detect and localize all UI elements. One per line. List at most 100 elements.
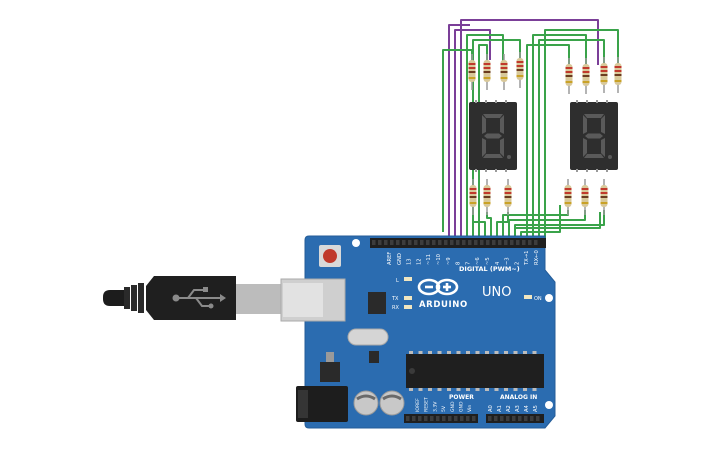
wire-green-8[interactable] xyxy=(544,29,619,242)
header-pin-socket[interactable] xyxy=(468,240,472,245)
digital-pin-label: TX→1 xyxy=(524,251,530,266)
header-pin-socket[interactable] xyxy=(414,240,418,245)
header-pin-socket[interactable] xyxy=(492,240,496,245)
resistor[interactable] xyxy=(600,179,608,215)
analog-pin-label: A4 xyxy=(524,404,530,412)
digital-pin-label: 7 xyxy=(465,262,471,265)
header-pin-socket[interactable] xyxy=(424,416,428,421)
power-jack[interactable] xyxy=(296,386,348,422)
reset-button[interactable] xyxy=(323,249,337,263)
header-pin-socket[interactable] xyxy=(384,240,388,245)
resistor[interactable] xyxy=(468,54,476,90)
header-pin-socket[interactable] xyxy=(448,416,452,421)
header-pin-socket[interactable] xyxy=(488,416,492,421)
resistor[interactable] xyxy=(483,54,491,90)
header-pin-socket[interactable] xyxy=(456,240,460,245)
header-pin-socket[interactable] xyxy=(512,416,516,421)
wire-purple-1[interactable] xyxy=(454,29,491,242)
usb-icon xyxy=(172,287,226,309)
resistor[interactable] xyxy=(581,179,589,215)
digital-pin-header[interactable] xyxy=(370,238,546,248)
resistor[interactable] xyxy=(504,179,512,215)
power-pin-header[interactable] xyxy=(404,414,478,423)
header-pin-socket[interactable] xyxy=(474,240,478,245)
header-pin-socket[interactable] xyxy=(516,240,520,245)
header-pin-socket[interactable] xyxy=(450,240,454,245)
header-pin-socket[interactable] xyxy=(500,416,504,421)
header-pin-socket[interactable] xyxy=(430,416,434,421)
power-header-label: POWER xyxy=(449,394,474,401)
wire-green-5[interactable] xyxy=(526,44,570,242)
tx-led-label: TX xyxy=(391,296,399,302)
header-pin-socket[interactable] xyxy=(504,240,508,245)
power-pin-label: IOREF xyxy=(415,398,421,412)
header-pin-socket[interactable] xyxy=(486,240,490,245)
header-pin-socket[interactable] xyxy=(432,240,436,245)
header-pin-socket[interactable] xyxy=(412,416,416,421)
header-pin-socket[interactable] xyxy=(438,240,442,245)
header-pin-socket[interactable] xyxy=(506,416,510,421)
seven-segment-display-left[interactable] xyxy=(469,100,517,172)
resistor[interactable] xyxy=(483,179,491,215)
digital-pin-label: RX←0 xyxy=(534,250,540,265)
header-pin-socket[interactable] xyxy=(466,416,470,421)
header-pin-socket[interactable] xyxy=(528,240,532,245)
header-pin-socket[interactable] xyxy=(534,240,538,245)
wire-green-6[interactable] xyxy=(532,34,587,242)
resistor[interactable] xyxy=(614,57,622,93)
header-pin-socket[interactable] xyxy=(498,240,502,245)
header-pin-socket[interactable] xyxy=(406,416,410,421)
header-pin-socket[interactable] xyxy=(454,416,458,421)
resistor[interactable] xyxy=(600,57,608,93)
header-pin-socket[interactable] xyxy=(396,240,400,245)
header-pin-socket[interactable] xyxy=(436,416,440,421)
header-pin-socket[interactable] xyxy=(442,416,446,421)
wire-green-9[interactable] xyxy=(472,212,486,242)
header-pin-socket[interactable] xyxy=(420,240,424,245)
header-pin-socket[interactable] xyxy=(372,240,376,245)
header-pin-socket[interactable] xyxy=(472,416,476,421)
wire-purple-2[interactable] xyxy=(460,19,599,242)
seven-segment-display-right[interactable] xyxy=(570,100,618,172)
header-pin-socket[interactable] xyxy=(390,240,394,245)
header-pin-socket[interactable] xyxy=(510,240,514,245)
wire-purple-3[interactable] xyxy=(448,24,470,242)
header-pin-socket[interactable] xyxy=(524,416,528,421)
resistor[interactable] xyxy=(500,54,508,90)
header-pin-socket[interactable] xyxy=(378,240,382,245)
header-pin-socket[interactable] xyxy=(530,416,534,421)
wire-green-7[interactable] xyxy=(538,39,605,242)
header-pin-socket[interactable] xyxy=(480,240,484,245)
header-pin-socket[interactable] xyxy=(402,240,406,245)
resistor[interactable] xyxy=(564,179,572,215)
header-pin-socket[interactable] xyxy=(522,240,526,245)
resistor[interactable] xyxy=(469,179,477,215)
wire-green-2[interactable] xyxy=(466,34,504,242)
resistor[interactable] xyxy=(582,58,590,94)
arduino-uno-board[interactable]: ARDUINO UNO L TX RX ON DIGITAL (PWM~) PO… xyxy=(280,235,556,429)
header-pin-socket[interactable] xyxy=(408,240,412,245)
header-pin-socket[interactable] xyxy=(462,240,466,245)
analog-pin-label: A3 xyxy=(515,405,521,412)
digital-pin-label: AREF xyxy=(387,252,393,265)
cable-strain-relief xyxy=(103,290,125,306)
header-pin-socket[interactable] xyxy=(536,416,540,421)
wire-green-16[interactable] xyxy=(515,212,601,229)
arduino-logo-icon xyxy=(417,278,459,296)
usb-b-jack-face xyxy=(283,283,323,317)
analog-pin-label: A0 xyxy=(488,405,494,412)
resistor[interactable] xyxy=(565,58,573,94)
header-pin-socket[interactable] xyxy=(426,240,430,245)
digital-pin-label: GND xyxy=(397,253,403,265)
header-pin-socket[interactable] xyxy=(444,240,448,245)
header-pin-socket[interactable] xyxy=(494,416,498,421)
analog-pin-header[interactable] xyxy=(486,414,544,423)
digital-pin-label: 4 xyxy=(495,261,501,265)
header-pin-socket[interactable] xyxy=(518,416,522,421)
resistor[interactable] xyxy=(516,52,524,88)
header-pin-socket[interactable] xyxy=(460,416,464,421)
header-pin-socket[interactable] xyxy=(418,416,422,421)
usb-interface-chip xyxy=(368,292,386,314)
usb-cable[interactable] xyxy=(103,276,282,320)
on-led xyxy=(524,295,532,299)
